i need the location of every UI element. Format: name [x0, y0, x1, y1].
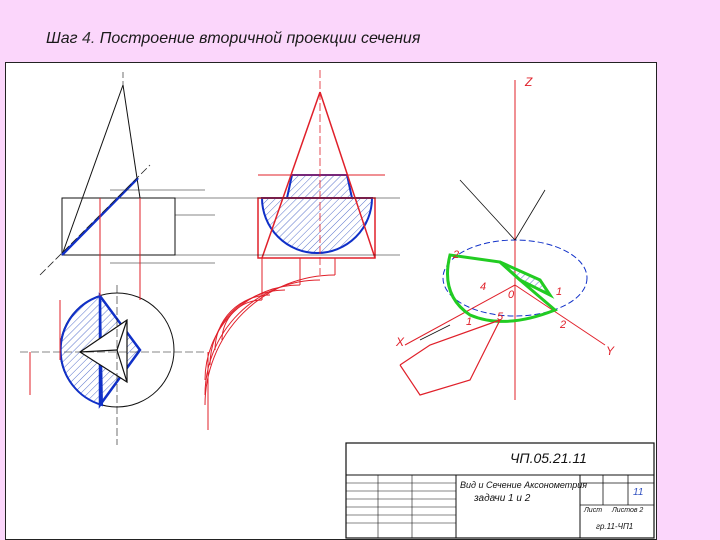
axis-labels: Z X Y 2 4 0 1 5 1 2 [395, 75, 615, 358]
slide-title: Шаг 4. Построение вторичной проекции сеч… [46, 30, 420, 48]
profile-view [175, 70, 400, 275]
axonometric-view [399, 80, 606, 400]
title-block-sheet-label: Лист [584, 507, 603, 514]
title-text: Построение вторичной проекции сечения [99, 30, 421, 47]
title-block-name-line1: Вид и Сечение Аксонометрия [460, 480, 588, 490]
title-block-name-line2: задачи 1 и 2 [474, 493, 531, 504]
top-view [20, 285, 209, 445]
point-5-label: 5 [497, 311, 504, 323]
title-block-sheet-number: 11 [633, 487, 644, 498]
title-block-group: гр.11-ЧП1 [596, 522, 634, 531]
title-block-sheets-label: Листов 2 [612, 507, 644, 514]
projection-arcs [99, 198, 336, 406]
axis-y-label: Y [606, 344, 615, 358]
axis-x-label: X [395, 335, 405, 349]
axis-z-label: Z [524, 75, 533, 89]
point-2-label: 2 [452, 249, 459, 261]
title-block-code: ЧП.05.21.11 [510, 450, 587, 466]
point-0-label: 0 [508, 289, 515, 301]
point-4-label: 4 [480, 281, 486, 293]
point-1x-label: 1 [466, 316, 472, 328]
title-step: Шаг [46, 30, 78, 47]
point-2x-label: 2 [559, 319, 566, 331]
point-1-label: 1 [556, 286, 562, 298]
title-step-number: 4. [81, 30, 96, 47]
